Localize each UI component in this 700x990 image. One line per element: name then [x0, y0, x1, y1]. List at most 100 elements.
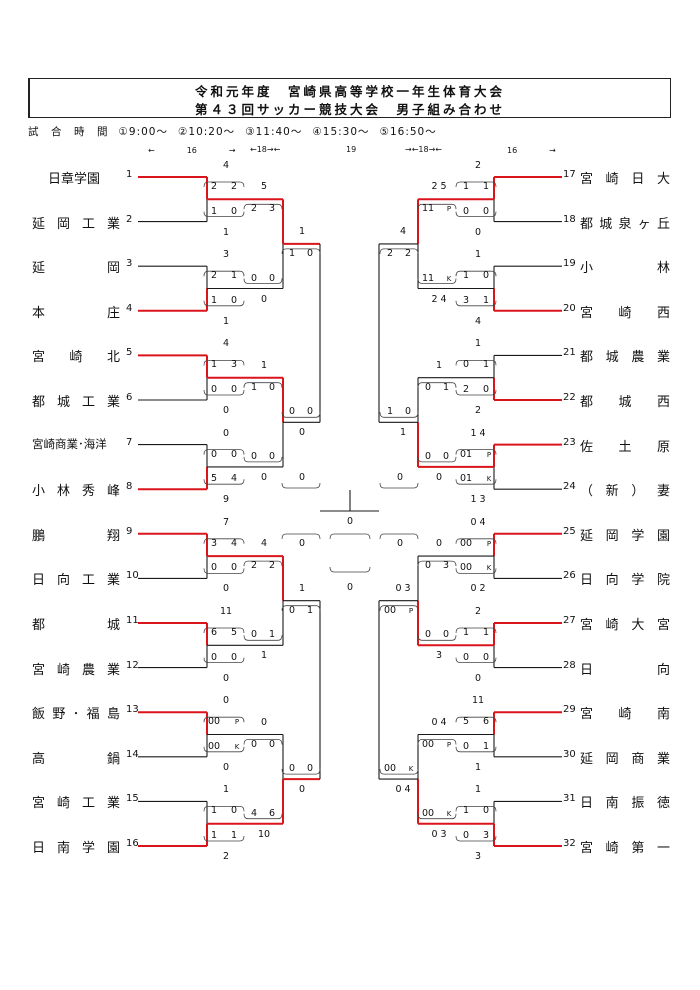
- team-name-right: 日向: [580, 662, 670, 678]
- score-bracket: [329, 533, 371, 540]
- score-half: 1: [482, 740, 490, 752]
- score-bracket: [203, 806, 245, 812]
- score-half: 5: [210, 473, 218, 485]
- seed-number: 20: [563, 302, 576, 314]
- score-half: 0: [462, 359, 470, 371]
- team-name-left: 都城: [32, 618, 120, 633]
- seed-number: 3: [126, 258, 133, 270]
- seed-number: 9: [126, 525, 133, 537]
- seed-number: 24: [563, 481, 576, 493]
- seed-number: 1: [126, 169, 133, 180]
- score-total: 0: [396, 472, 404, 483]
- seed-number: 18: [563, 213, 576, 225]
- score-half: 1: [250, 381, 258, 393]
- time-4: ④15:30～: [312, 126, 370, 138]
- score-total: 1: [298, 225, 306, 237]
- score-half: 0: [482, 205, 490, 217]
- score-total: 2: [474, 405, 482, 416]
- score-total: 0: [435, 471, 443, 483]
- score-half: 3: [462, 294, 470, 306]
- score-bracket: [455, 657, 497, 663]
- score-half: 00: [459, 562, 473, 574]
- final-score: 0: [346, 516, 354, 527]
- schedule-label: 試 合 時 間: [28, 126, 109, 138]
- score-half: 2: [230, 181, 238, 192]
- score-bracket: [243, 203, 283, 210]
- score-total: 1 4: [470, 427, 486, 439]
- score-half: 0: [482, 805, 490, 817]
- score-total: 4: [399, 225, 407, 237]
- score-total: 0 3: [431, 828, 447, 840]
- score-bracket: [281, 769, 321, 775]
- score-bracket: [379, 412, 419, 418]
- score-half: 0: [230, 205, 238, 217]
- score-bracket: [455, 449, 497, 455]
- score-half: P: [486, 450, 492, 459]
- score-half: 3: [268, 203, 276, 215]
- score-total: 4: [222, 160, 230, 171]
- seed-number: 29: [563, 704, 576, 716]
- seed-number: 15: [126, 793, 139, 805]
- score-half: 3: [482, 830, 490, 841]
- score-half: 2: [210, 181, 218, 192]
- score-half: 00: [459, 537, 473, 549]
- team-name-left: 高鍋: [32, 751, 120, 767]
- score-bracket: [455, 806, 497, 812]
- score-bracket: [243, 382, 283, 388]
- score-bracket: [417, 560, 457, 567]
- score-half: 2: [250, 560, 258, 572]
- score-half: 0: [462, 830, 470, 841]
- time-3: ③11:40～: [245, 126, 303, 138]
- score-half: 1: [210, 830, 218, 841]
- score-bracket: [417, 382, 457, 388]
- score-total: 4: [474, 315, 482, 327]
- score-half: 1: [386, 406, 394, 418]
- score-half: 1: [442, 381, 450, 393]
- score-half: 2: [462, 384, 470, 395]
- team-name-left: 延岡工業: [32, 216, 120, 232]
- score-half: 00: [207, 716, 221, 728]
- score-bracket: [243, 635, 283, 641]
- score-total: 0: [260, 293, 268, 305]
- score-total: 1: [222, 784, 230, 796]
- seed-number: 6: [126, 392, 133, 403]
- score-half: 0: [230, 448, 238, 460]
- score-half: 0: [404, 406, 412, 418]
- score-bracket: [243, 813, 283, 820]
- score-half: 1: [210, 805, 218, 817]
- score-total: 11: [471, 695, 485, 707]
- team-name-right: 宮崎西: [580, 305, 670, 321]
- score-half: 6: [482, 716, 490, 728]
- score-half: 0: [230, 805, 238, 817]
- score-half: P: [486, 539, 492, 548]
- score-half: 2: [404, 247, 412, 259]
- score-half: 0: [288, 604, 296, 616]
- score-bracket: [417, 456, 457, 463]
- score-half: 4: [250, 807, 258, 819]
- team-name-right: 宮崎南: [580, 707, 670, 723]
- score-total: 1: [222, 315, 230, 327]
- score-bracket: [329, 566, 371, 573]
- score-half: 0: [462, 205, 470, 217]
- score-half: 1: [210, 359, 218, 371]
- score-bracket: [281, 412, 321, 418]
- score-half: K: [234, 742, 240, 751]
- score-half: 0: [210, 448, 218, 460]
- score-bracket: [203, 568, 245, 574]
- seed-number: 25: [563, 525, 576, 537]
- time-5: ⑤16:50～: [379, 126, 437, 138]
- team-name-right: 宮崎大宮: [580, 618, 670, 633]
- score-half: 0: [250, 738, 258, 750]
- score-bracket: [243, 739, 283, 745]
- score-half: 0: [210, 562, 218, 574]
- score-total: 0: [298, 784, 306, 796]
- seed-number: 22: [563, 392, 576, 403]
- score-half: 1: [462, 805, 470, 817]
- duration-1: ← 16 →: [148, 146, 236, 155]
- score-bracket: [203, 300, 245, 307]
- seed-number: 12: [126, 659, 139, 671]
- score-total: 1 3: [470, 494, 486, 506]
- score-total: 4: [222, 338, 230, 350]
- seed-number: 10: [126, 570, 139, 582]
